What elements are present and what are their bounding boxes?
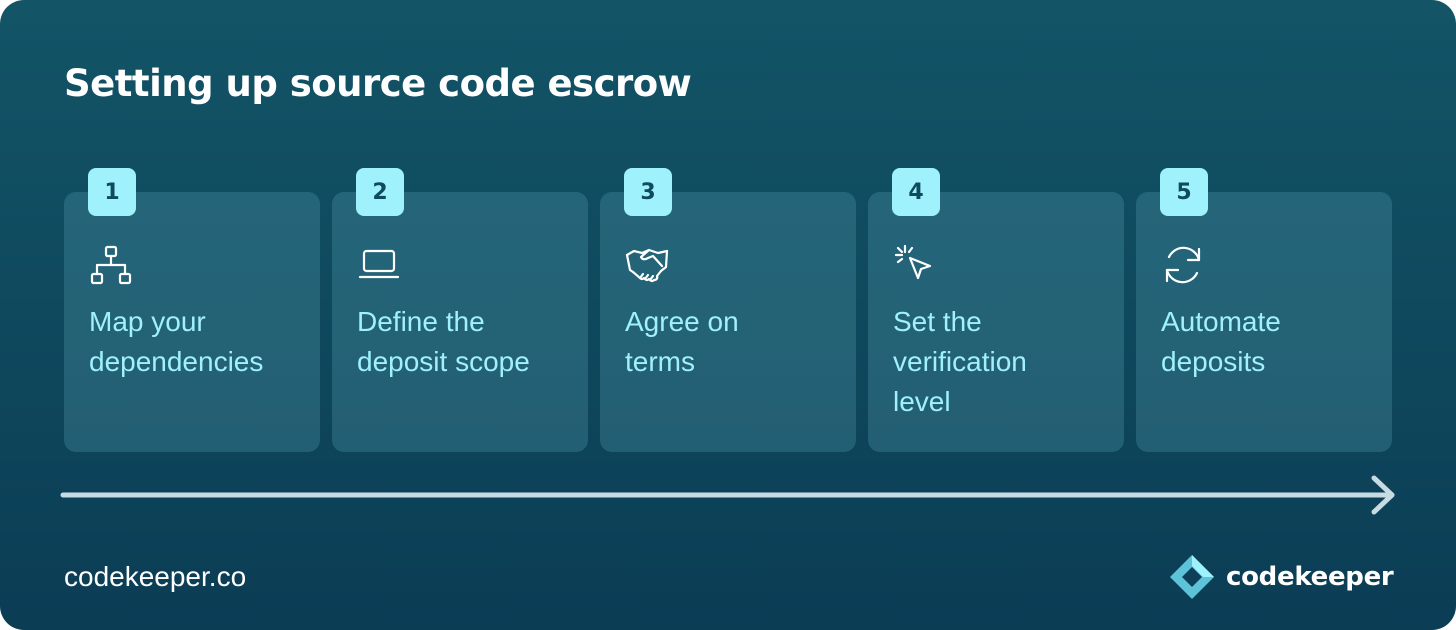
brand-name: codekeeper xyxy=(1226,562,1394,592)
step-label: Set the verification level xyxy=(893,306,1027,417)
step-number-badge: 5 xyxy=(1160,168,1208,216)
step-card-5: 5 Automate deposits xyxy=(1136,168,1392,452)
step-label: Agree on terms xyxy=(625,306,739,377)
timeline-arrow xyxy=(60,474,1400,518)
step-label: Map your dependencies xyxy=(89,306,264,377)
laptop-icon xyxy=(356,242,402,288)
step-card-2: 2 Define the deposit scope xyxy=(332,168,588,452)
pointer-click-icon xyxy=(892,242,938,288)
sitemap-icon xyxy=(88,242,134,288)
refresh-icon xyxy=(1160,242,1206,288)
brand-logo: codekeeper xyxy=(1168,552,1394,602)
handshake-icon xyxy=(624,242,670,288)
step-label: Automate deposits xyxy=(1161,306,1281,377)
step-number-badge: 2 xyxy=(356,168,404,216)
footer-url: codekeeper.co xyxy=(64,561,247,592)
step-number-badge: 3 xyxy=(624,168,672,216)
step-number-badge: 4 xyxy=(892,168,940,216)
step-label: Define the deposit scope xyxy=(357,306,530,377)
step-number-badge: 1 xyxy=(88,168,136,216)
step-card-1: 1 Map your dependencies xyxy=(64,168,320,452)
page-title: Setting up source code escrow xyxy=(64,62,692,105)
step-card-4: 4 Set the verification level xyxy=(868,168,1124,452)
codekeeper-logo-icon xyxy=(1170,555,1214,599)
step-card-3: 3 Agree on terms xyxy=(600,168,856,452)
